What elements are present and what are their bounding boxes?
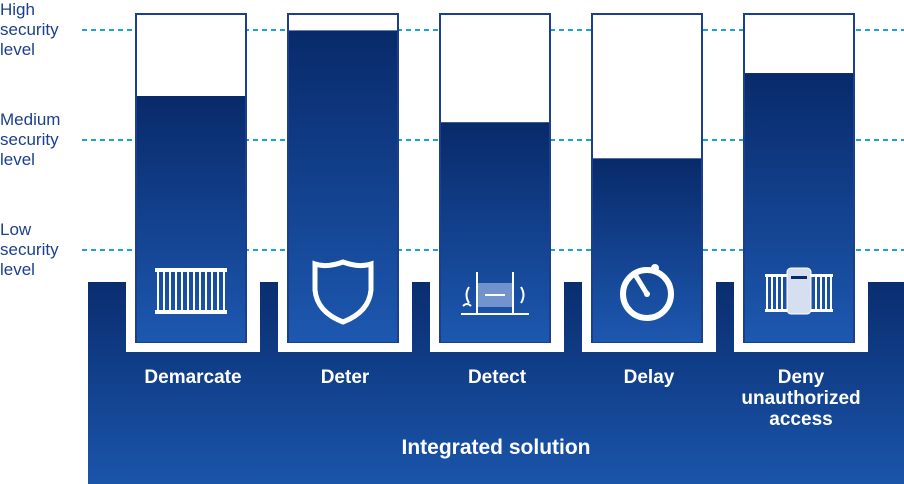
detection-sensor-icon <box>461 272 529 315</box>
medium-security-level-label: Medium security level <box>0 110 61 169</box>
pillar-fill-level <box>137 96 245 342</box>
integrated-solution-base <box>88 282 904 484</box>
pillar-fill-level <box>593 158 701 342</box>
low-security-level-label: Low security level <box>0 220 59 279</box>
pillar-label-detect: Detect <box>467 367 527 388</box>
pillar-label-deter: Deter <box>320 367 370 388</box>
pillar-fill-level <box>289 30 397 343</box>
pillar-deny <box>743 13 855 343</box>
high-security-level-label: High security level <box>0 0 59 59</box>
pillar-label-deny-unauthorized-access: Deny unauthorized access <box>741 367 861 430</box>
pillar-label-delay: Delay <box>623 367 675 388</box>
pillar-demarcate <box>135 13 247 343</box>
turnstile-gate-icon <box>765 267 833 315</box>
pillar-fill-level <box>441 122 549 343</box>
fence-icon <box>155 268 227 314</box>
shield-icon <box>312 259 374 325</box>
pillar-deter <box>287 13 399 343</box>
pillar-delay <box>591 13 703 343</box>
integrated-solution-label: Integrated solution <box>401 436 591 459</box>
pillar-detect <box>439 13 551 343</box>
timer-icon <box>620 264 674 321</box>
pillar-label-demarcate: Demarcate <box>144 367 242 388</box>
